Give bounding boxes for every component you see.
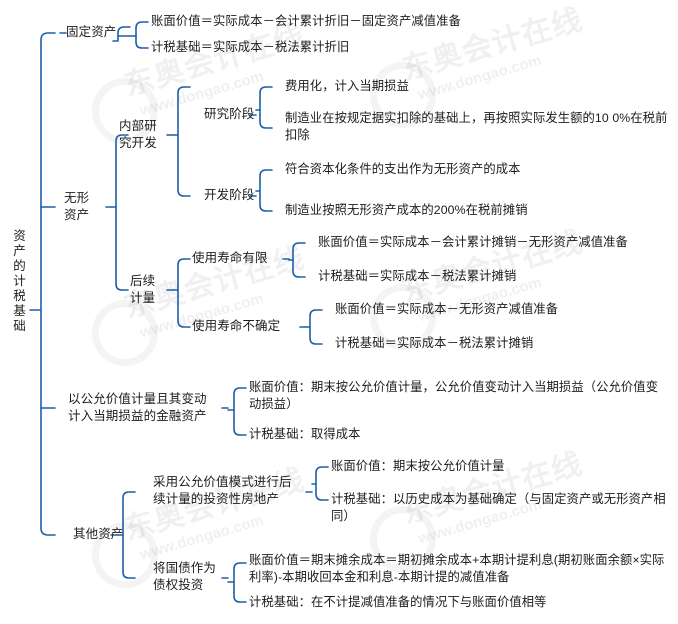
leaf-finite-life-tax-base[interactable]: 计税基础＝实际成本－税法累计摊销 xyxy=(318,269,517,283)
connector-rnd-brace xyxy=(177,86,191,197)
node-development-phase-label[interactable]: 开发阶段 xyxy=(204,188,255,202)
connector-intangible-brace xyxy=(115,134,129,291)
leaf-research-super-deduction[interactable]: 制造业在按规定据实扣除的基础上，再按照实际发生额的10 0%在税前扣除 xyxy=(285,111,668,142)
leaf-indefinite-life-tax-base[interactable]: 计税基础＝实际成本－税法累计摊销 xyxy=(335,336,534,350)
node-investment-property-label[interactable]: 采用公允价值模式进行后 续计量的投资性房地产 xyxy=(153,475,292,506)
leaf-treasury-bond-tax-base[interactable]: 计税基础：在不计提减值准备的情况下与账面价值相等 xyxy=(249,595,547,609)
connector-fixed-assets-stem-top xyxy=(112,26,131,42)
connector-fixed-assets-brace xyxy=(135,21,149,37)
leaf-development-amortization[interactable]: 制造业按照无形资产成本的200%在税前摊销 xyxy=(285,203,528,217)
subbranch-internal-rnd-label[interactable]: 内部研 究开发 xyxy=(119,119,157,150)
node-research-phase-label[interactable]: 研究阶段 xyxy=(204,107,255,121)
connector-research-brace xyxy=(259,86,273,129)
connector-fixed-assets-brace-lower xyxy=(135,35,149,49)
branch-fixed-assets-label[interactable]: 固定资产 xyxy=(66,25,117,39)
leaf-investment-property-carrying-amount[interactable]: 账面价值：期末按公允价值计量 xyxy=(331,459,505,473)
leaf-indefinite-life-carrying-amount[interactable]: 账面价值＝实际成本－无形资产减值准备 xyxy=(335,302,559,316)
leaf-development-capitalized-cost[interactable]: 符合资本化条件的支出作为无形资产的成本 xyxy=(285,162,521,176)
node-indefinite-life-label[interactable]: 使用寿命不确定 xyxy=(192,319,281,333)
leaf-fvtpl-tax-base[interactable]: 计税基础：取得成本 xyxy=(249,427,361,441)
leaf-investment-property-tax-base[interactable]: 计税基础：以历史成本为基础确定（与固定资产或无形资产相同） xyxy=(331,492,666,523)
branch-fvtpl-financial-assets-label[interactable]: 以公允价值计量且其变动 计入当期损益的金融资产 xyxy=(68,392,207,423)
node-treasury-bond-label[interactable]: 将国债作为 债权投资 xyxy=(153,561,217,592)
leaf-fixed-assets-carrying-amount[interactable]: 账面价值＝实际成本－会计累计折旧－固定资产减值准备 xyxy=(151,14,461,28)
branch-intangible-assets-label[interactable]: 无形 资产 xyxy=(64,191,90,222)
node-finite-life-label[interactable]: 使用寿命有限 xyxy=(192,251,268,265)
leaf-treasury-bond-carrying-amount[interactable]: 账面价值＝期末摊余成本＝期初摊余成本+本期计提利息(期初账面余额×实际利率)-本… xyxy=(249,553,665,584)
leaf-research-expense[interactable]: 费用化，计入当期损益 xyxy=(285,79,409,93)
connector-subseq-brace xyxy=(177,258,191,328)
connector-fvtpl-brace xyxy=(233,387,247,436)
leaf-fvtpl-carrying-amount[interactable]: 账面价值：期末按公允价值计量，公允价值变动计入当期损益（公允价值变动损益） xyxy=(249,380,659,411)
leaf-fixed-assets-tax-base[interactable]: 计税基础＝实际成本－税法累计折旧 xyxy=(151,40,350,54)
branch-other-assets-label[interactable]: 其他资产 xyxy=(73,527,124,541)
connector-root-brace xyxy=(40,32,56,536)
leaf-finite-life-carrying-amount[interactable]: 账面价值＝实际成本－会计累计摊销－无形资产减值准备 xyxy=(318,235,628,249)
subbranch-subsequent-measurement-label[interactable]: 后续 计量 xyxy=(130,274,156,305)
root-node-label[interactable]: 资产的计税基础 xyxy=(11,229,25,334)
